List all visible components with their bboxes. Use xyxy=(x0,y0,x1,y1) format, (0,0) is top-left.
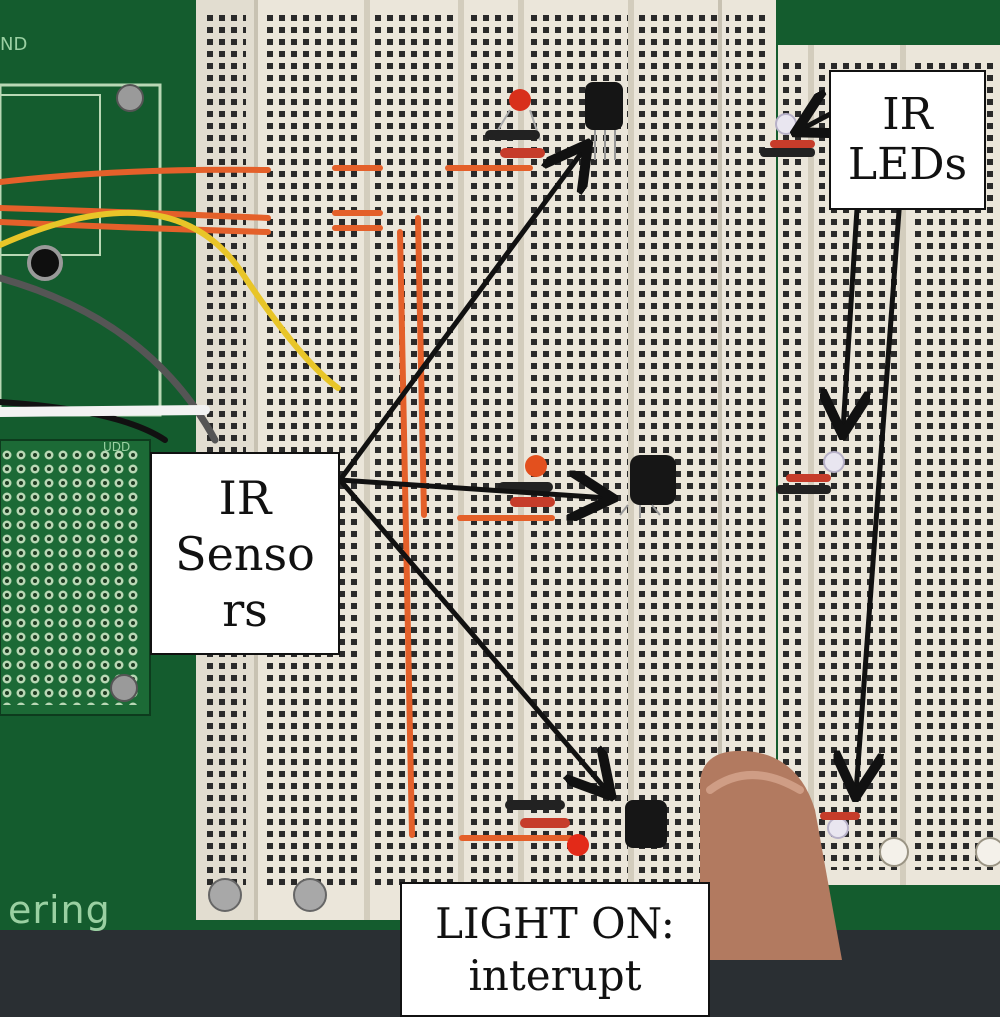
pcb-silkscreen-header: UDD xyxy=(103,440,131,454)
light-on-label: LIGHT ON: interupt xyxy=(400,882,710,1017)
ir-leds-label: IR LEDs xyxy=(829,70,986,210)
ir-sensors-label-line: rs xyxy=(222,582,268,637)
arrow-sensor-middle xyxy=(339,480,608,498)
battery-holder xyxy=(0,83,162,417)
arrow-sensor-top xyxy=(337,148,585,482)
ir-sensors-label: IR Senso rs xyxy=(150,452,340,655)
arrow-sensor-bottom xyxy=(338,478,608,792)
arrow-led-top xyxy=(800,112,834,130)
light-on-label-line: interupt xyxy=(468,950,642,1000)
ir-leds-label-line: LEDs xyxy=(847,139,968,190)
ir-sensors-label-line: Senso xyxy=(175,526,315,581)
finger xyxy=(700,750,842,960)
light-on-label-line: LIGHT ON: xyxy=(435,898,675,948)
pcb-silkscreen-top: ND xyxy=(0,34,28,55)
arrow-led-bottom xyxy=(856,129,908,792)
ir-sensors-label-line: IR xyxy=(218,470,272,525)
pcb-silkscreen-bottom: ering xyxy=(8,888,111,932)
ir-leds-label-line: IR xyxy=(882,89,933,140)
perfboard xyxy=(0,439,151,716)
components xyxy=(485,82,860,856)
